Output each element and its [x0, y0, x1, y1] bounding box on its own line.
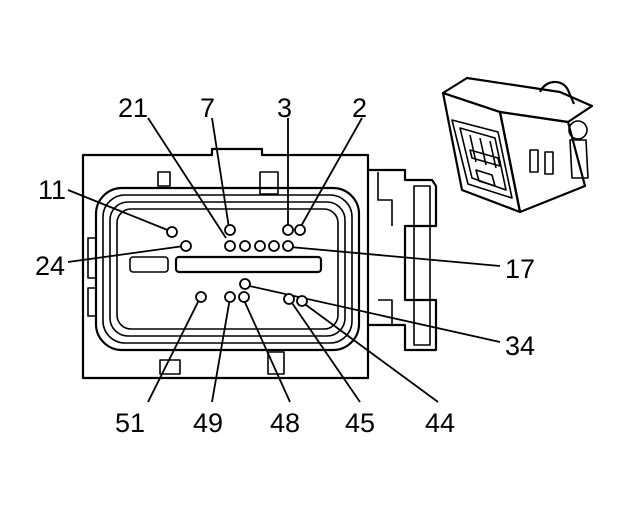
pin-cavity-17	[282, 240, 294, 252]
pin-cavity-34	[239, 278, 251, 290]
pin-cavity-45	[283, 293, 295, 305]
pin-label: 17	[505, 254, 535, 284]
iso-boss	[568, 120, 588, 140]
latch-detail	[413, 185, 431, 346]
seal-ring	[102, 194, 353, 344]
iso-terminal	[469, 134, 477, 163]
pin-cavity-24	[180, 240, 192, 252]
pin-labels: 21 7 3 2 11 24 17 34 51 49 48 45 44	[35, 93, 535, 438]
pin-label: 2	[352, 93, 367, 123]
pin-label: 24	[35, 251, 65, 281]
connector-face-view	[81, 147, 438, 380]
pin-label: 49	[193, 408, 223, 438]
housing-notch	[267, 351, 285, 375]
iso-terminal	[489, 140, 497, 169]
seal-ring-inner	[116, 208, 339, 330]
pin-cavity-48	[238, 291, 250, 303]
iso-cavity	[451, 119, 513, 199]
pin-cavities	[166, 224, 308, 307]
pin-cavity-11	[166, 226, 178, 238]
iso-terminal-block	[475, 169, 496, 187]
pin-cavity-2	[294, 224, 306, 236]
center-key-bar	[174, 255, 323, 274]
iso-latch	[538, 80, 576, 105]
pin-cavity-21	[224, 240, 236, 252]
pin-label: 44	[425, 408, 455, 438]
pin-cavity-51	[195, 291, 207, 303]
pin-label: 11	[38, 175, 66, 205]
pin-cavity	[239, 240, 251, 252]
pin-label: 7	[200, 93, 215, 123]
pin-label: 34	[505, 331, 535, 361]
housing-notch	[157, 171, 171, 187]
seal-ring-outer	[94, 186, 361, 352]
iso-key-bar	[469, 149, 501, 167]
iso-slot	[544, 151, 554, 175]
pin-cavity-3	[282, 224, 294, 236]
leader-lines	[67, 117, 501, 403]
seal-ring	[109, 201, 346, 337]
side-rib	[87, 287, 97, 317]
pin-cavity	[254, 240, 266, 252]
pin-label: 3	[277, 93, 292, 123]
latch-detail	[378, 299, 393, 325]
pin-cavity	[268, 240, 280, 252]
pin-label: 45	[345, 408, 375, 438]
pin-label: 48	[270, 408, 300, 438]
connector-housing	[81, 147, 370, 380]
latch-detail	[377, 172, 393, 226]
housing-notch	[259, 171, 279, 195]
iso-cavity-inner	[459, 127, 507, 191]
iso-terminal	[479, 137, 487, 166]
iso-side-face	[498, 110, 587, 214]
pin-cavity-7	[224, 224, 236, 236]
connector-latch	[368, 168, 438, 352]
pin-label: 21	[118, 93, 148, 123]
iso-rib	[569, 139, 589, 179]
pin-cavity-49	[224, 291, 236, 303]
connector-isometric-view	[441, 76, 594, 214]
pin-label: 51	[115, 408, 145, 438]
key-slot	[129, 256, 169, 273]
pin-cavity-44	[296, 295, 308, 307]
iso-slot	[529, 149, 539, 173]
